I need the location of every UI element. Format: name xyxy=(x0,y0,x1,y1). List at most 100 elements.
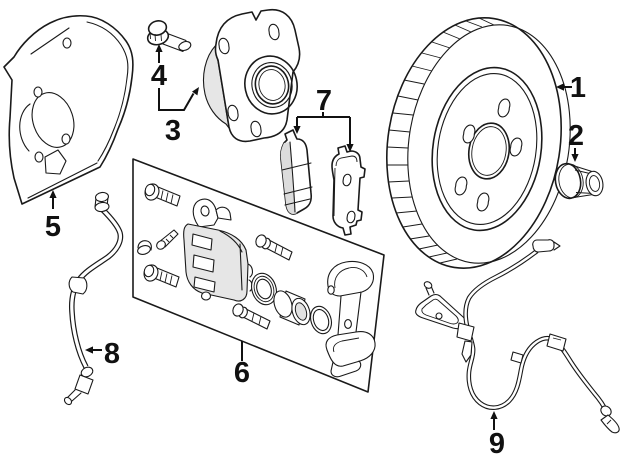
sensor-bracket-stud-cap xyxy=(423,281,433,289)
kit-bolt-b-threads xyxy=(159,271,173,285)
hub-center-bore xyxy=(254,65,290,105)
bracket-foot-inner xyxy=(332,337,360,353)
shield-center-hole xyxy=(31,92,75,148)
brake-pads-icon xyxy=(279,129,366,236)
callout-7-lines xyxy=(296,112,351,145)
kit-bleeder-steps xyxy=(165,234,174,243)
callout-7-label: 7 xyxy=(316,85,332,117)
callout-7-arrowhead-left xyxy=(293,126,301,134)
pad-outer-edge-shade xyxy=(280,142,297,214)
kit-cap-dome xyxy=(137,240,152,251)
callout-4-label: 4 xyxy=(151,60,167,92)
rotor-bore-inner xyxy=(471,126,507,176)
nut-flange-edge xyxy=(558,163,584,199)
callout-1-arrowhead xyxy=(556,83,564,91)
kit-bolt-b-head xyxy=(143,264,155,278)
callout-1: 1 xyxy=(556,72,586,104)
callout-2: 2 xyxy=(568,120,584,162)
lug-nut-icon xyxy=(554,162,604,200)
pad-inner-outline xyxy=(331,145,366,236)
abs-sensor-wire-icon xyxy=(415,239,620,434)
hose-nipple-cap xyxy=(63,396,73,406)
caliper-bottom-lug xyxy=(200,291,212,301)
callout-5-arrowhead xyxy=(49,190,57,198)
rotor-center-bore xyxy=(467,122,511,180)
hose-nipple xyxy=(66,389,82,402)
hub-stud-holes xyxy=(218,23,280,138)
kit-piston-bore xyxy=(294,302,308,321)
nut-end-chamfer xyxy=(588,175,601,192)
callout-8-label: 8 xyxy=(104,338,120,370)
callout-2-label: 2 xyxy=(568,120,584,152)
hub-bearing-icon xyxy=(202,8,301,143)
caliper-kit-icon xyxy=(132,158,385,393)
bracket-boss-inner xyxy=(334,267,368,289)
shield-slot-hole xyxy=(44,149,67,175)
hub-bore-inner xyxy=(258,69,286,101)
rotor-rim-inner-edge xyxy=(407,24,571,264)
callout-3-label: 3 xyxy=(165,115,181,147)
callout-3: 3 xyxy=(158,87,199,147)
pad-inner-detail xyxy=(333,155,358,217)
wire-clip-bracket xyxy=(546,333,567,352)
callout-7: 7 xyxy=(293,85,354,152)
kit-seal-inner xyxy=(312,308,330,332)
callout-9-arrowhead xyxy=(490,411,498,419)
kit-boot-ridge xyxy=(253,275,275,303)
callout-1-label: 1 xyxy=(570,72,586,104)
kit-bolt-a-head xyxy=(144,183,156,197)
rotor-outer-edge xyxy=(386,17,562,269)
callout-5: 5 xyxy=(45,190,61,243)
kit-pin-b-collars xyxy=(251,312,262,325)
kit-piston-back xyxy=(273,290,293,318)
sensor-prong xyxy=(461,340,473,363)
kit-bleeder-head xyxy=(156,240,166,250)
bracket-bushing xyxy=(327,285,335,295)
callout-4: 4 xyxy=(151,44,167,92)
kit-cap-base xyxy=(137,245,151,255)
callout-7-arrowhead-right xyxy=(346,144,354,152)
bracket-foot-step xyxy=(330,360,362,378)
rotor-face-ring-inner xyxy=(436,72,538,226)
callout-9: 9 xyxy=(489,411,505,460)
stud-knurl xyxy=(149,31,162,42)
callout-6: 6 xyxy=(234,341,250,389)
brake-rotor-icon xyxy=(386,17,571,269)
rotor-vent-hatching xyxy=(386,17,495,264)
callout-2-arrowhead xyxy=(571,154,579,162)
caliper-bridge-line xyxy=(219,230,243,291)
stud-shaft-end xyxy=(178,40,192,52)
sensor-bracket-hole xyxy=(435,312,443,320)
stud-head-cap xyxy=(147,20,168,36)
hose-bottom-sleeve xyxy=(80,366,94,378)
bracket-arm xyxy=(337,291,362,336)
callout-4-arrowhead xyxy=(155,44,163,52)
kit-pin-a-collars xyxy=(274,243,284,256)
sensor-bracket-inner xyxy=(421,298,459,325)
kit-boot-inner xyxy=(256,278,272,300)
wire-end-boot xyxy=(600,414,620,434)
caliper-ear-hole xyxy=(200,205,210,217)
callout-3-arrowhead xyxy=(192,87,199,96)
kit-pin-a-head xyxy=(255,234,267,248)
callout-3-line xyxy=(158,88,195,111)
callout-5-label: 5 xyxy=(45,211,61,243)
wire-clip-bracket-line xyxy=(552,337,562,341)
brake-hose-icon xyxy=(63,191,124,406)
bracket-foot xyxy=(325,331,376,367)
kit-bolt-a-threads xyxy=(160,190,174,204)
callout-6-label: 6 xyxy=(234,357,250,389)
sensor-grommet xyxy=(456,322,475,342)
shield-detail-lines xyxy=(19,21,129,199)
hose-top-fitting-flange xyxy=(94,201,110,213)
bracket-arm-hole xyxy=(344,319,352,329)
hub-ring-mid xyxy=(251,62,293,108)
kit-pin-b-head xyxy=(232,303,244,317)
wire-connector-tip xyxy=(553,241,561,251)
hub-ring-outer xyxy=(244,55,298,115)
hose-core xyxy=(70,207,123,368)
caliper-ear2 xyxy=(215,206,232,221)
rotor-face-ring xyxy=(431,66,543,232)
